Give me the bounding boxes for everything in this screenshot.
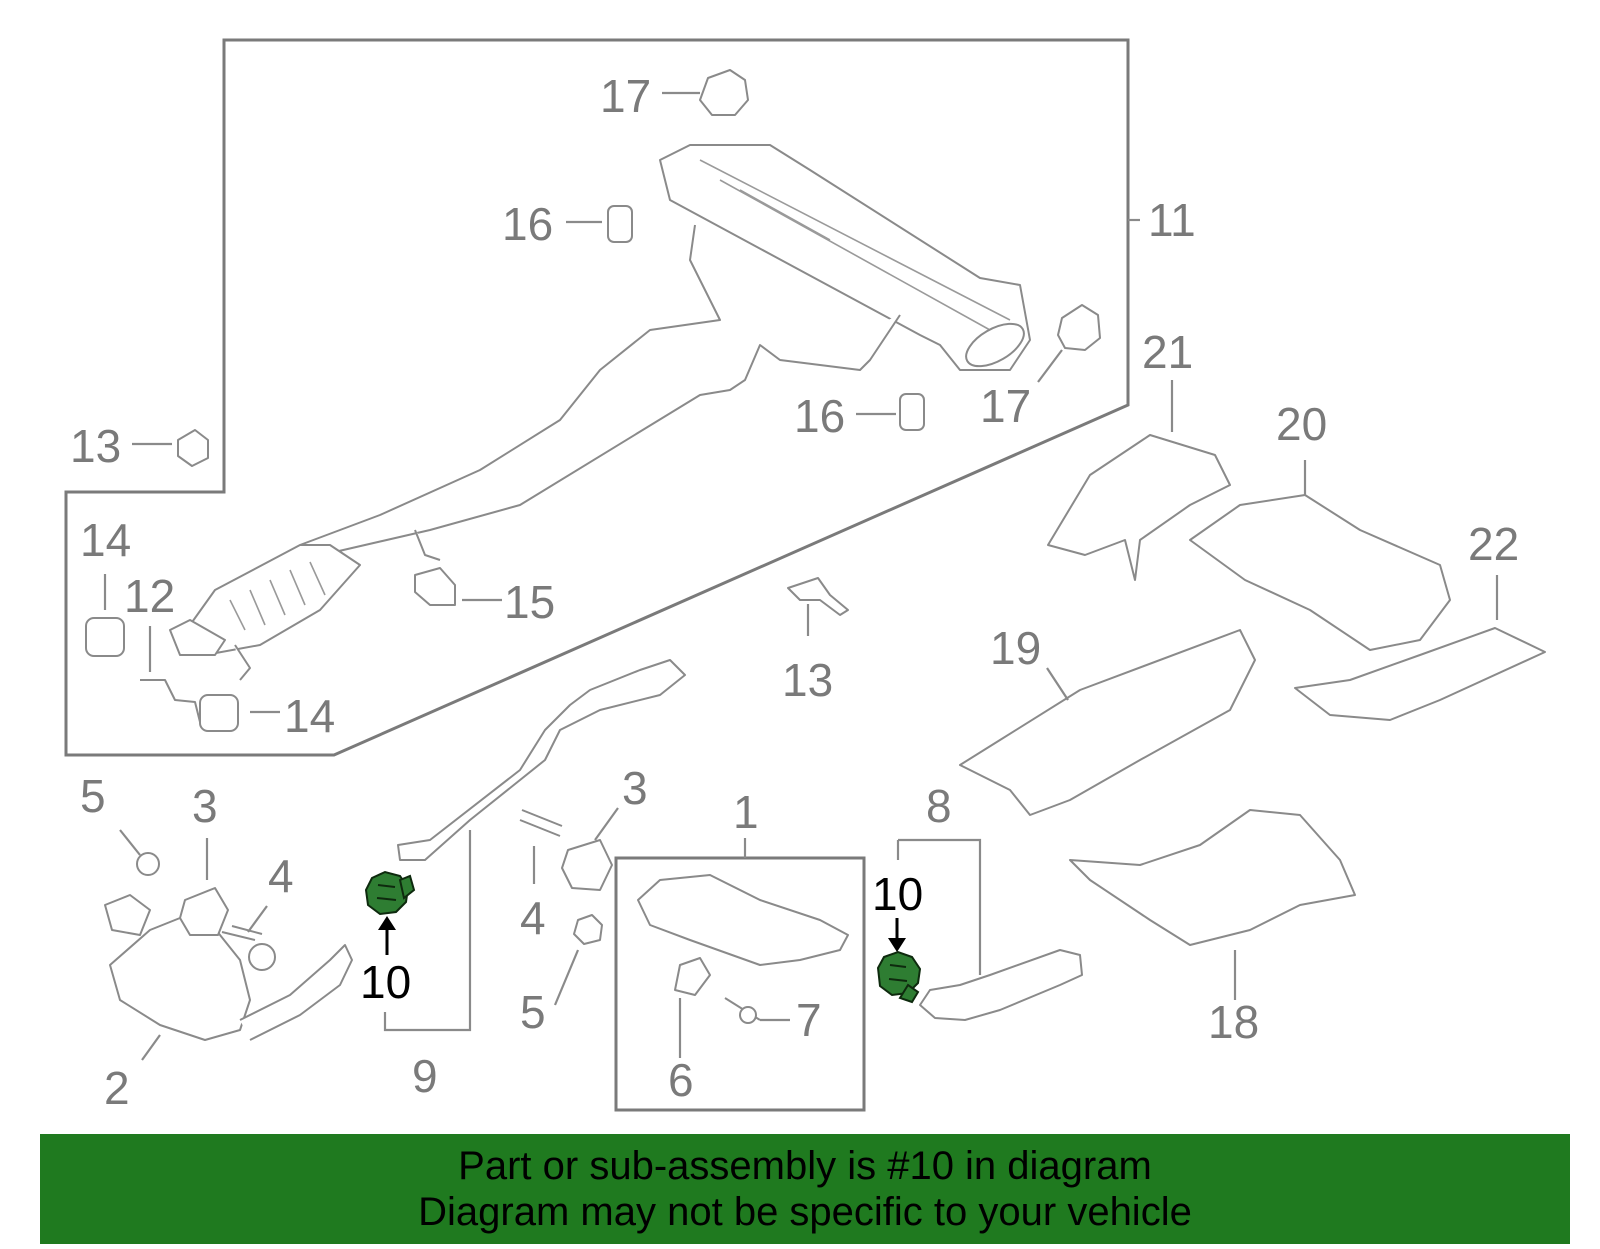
callout-20: 20: [1276, 398, 1327, 450]
clamp-10-left: [364, 870, 416, 916]
callout-16: 16: [502, 198, 553, 250]
isolator-13-left: [177, 429, 209, 467]
isolator-14-top: [85, 617, 125, 657]
pipe-8: [919, 949, 1083, 1021]
heat-shield-19: [959, 629, 1256, 816]
callout-5: 5: [80, 770, 106, 822]
gasket-3-left: [179, 887, 229, 936]
callout-10-right: 10: [872, 868, 923, 920]
bracket-12: [140, 679, 201, 723]
callout-14: 14: [80, 514, 131, 566]
heat-shield-20: [1189, 494, 1451, 651]
bracket-13-mid: [787, 577, 849, 616]
banner-line-disclaimer: Diagram may not be specific to your vehi…: [418, 1190, 1192, 1234]
callout-3: 3: [622, 762, 648, 814]
hanger-17-top: [699, 69, 749, 116]
assembly-1-box: [614, 856, 866, 1112]
callout-3: 3: [192, 780, 218, 832]
callout-13: 13: [70, 420, 121, 472]
callout-21: 21: [1142, 326, 1193, 378]
pipe-9: [397, 659, 686, 861]
banner-line-part: Part or sub-assembly is #10 in diagram: [458, 1144, 1152, 1188]
callout-15: 15: [504, 576, 555, 628]
rear-exhaust-assembly: [169, 144, 1031, 681]
gasket-3-mid: [561, 839, 613, 891]
leader-arrows-black: [378, 916, 906, 955]
callout-16: 16: [794, 390, 845, 442]
isolator-16-top: [607, 205, 633, 243]
callout-11: 11: [1148, 194, 1196, 246]
clamp-10-right: [876, 950, 922, 1004]
bracket-15: [414, 567, 456, 606]
callout-19: 19: [990, 622, 1041, 674]
isolator-14-bottom: [199, 694, 239, 732]
heat-shield-21: [1047, 434, 1231, 581]
leader-arrows: [103, 91, 1499, 1061]
bolt-4-mid: [519, 809, 563, 837]
callout-4: 4: [268, 850, 294, 902]
callout-14: 14: [284, 690, 335, 742]
heat-shield-18: [1069, 809, 1356, 946]
callout-13: 13: [782, 654, 833, 706]
nut-5-mid: [573, 914, 603, 945]
callout-4: 4: [520, 892, 546, 944]
nut-5-left: [136, 852, 160, 876]
callout-17: 17: [980, 380, 1031, 432]
info-banner: Part or sub-assembly is #10 in diagram D…: [40, 1134, 1570, 1244]
callout-10-left: 10: [360, 956, 411, 1008]
heat-shield-22: [1294, 627, 1546, 721]
assembly-11-outline: [64, 38, 1130, 757]
callout-2: 2: [104, 1062, 130, 1114]
callout-9: 9: [412, 1050, 438, 1102]
callout-17: 17: [600, 70, 651, 122]
callout-12: 12: [124, 570, 175, 622]
callout-5: 5: [520, 986, 546, 1038]
isolator-16-right: [899, 393, 925, 431]
catalytic-converter-1: [637, 874, 849, 966]
front-catalyst-2: [109, 909, 251, 1041]
bolt-4-left: [221, 925, 263, 941]
callout-1: 1: [733, 786, 759, 838]
callout-18: 18: [1208, 996, 1259, 1048]
hanger-17-right: [1057, 304, 1101, 351]
callout-22: 22: [1468, 518, 1519, 570]
callout-6: 6: [668, 1054, 694, 1106]
callout-7: 7: [796, 994, 822, 1046]
callout-8: 8: [926, 780, 952, 832]
bracket-6: [674, 957, 711, 996]
